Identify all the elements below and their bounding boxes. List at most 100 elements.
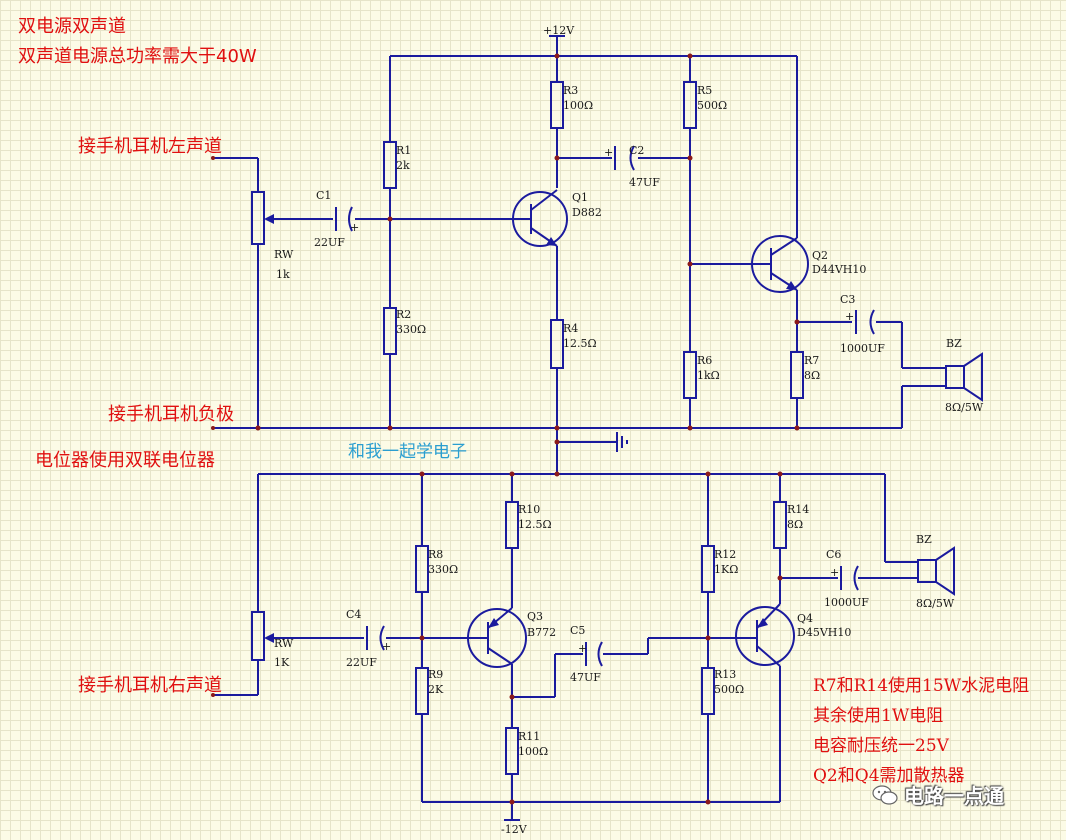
junction-dots — [211, 53, 800, 805]
q4-ref: Q4 — [797, 612, 813, 625]
potentiometer-rw-bottom — [251, 611, 274, 661]
r11-ref: R11 — [518, 730, 540, 743]
c6-ref: C6 — [826, 548, 841, 561]
q2-ref: Q2 — [812, 249, 828, 262]
rw-bottom-value: 1K — [274, 656, 290, 669]
capacitors — [335, 145, 875, 667]
speaker-bottom — [917, 546, 955, 596]
svg-text:+: + — [845, 310, 854, 323]
resistor-r8 — [415, 545, 429, 593]
resistor-r7 — [790, 351, 804, 399]
bz-bottom-value: 8Ω/5W — [916, 597, 955, 610]
r1-value: 2k — [396, 159, 410, 172]
transistor-q2 — [751, 235, 809, 293]
note-2: 其余使用1W电阻 — [813, 706, 944, 726]
resistor-r11 — [505, 727, 519, 775]
ground-symbol — [616, 432, 628, 452]
r6-value: 1kΩ — [697, 369, 720, 382]
r1-ref: R1 — [396, 144, 411, 157]
r7-ref: R7 — [804, 354, 819, 367]
left-channel-label: 接手机耳机左声道 — [78, 136, 222, 157]
vee-rail-label: -12V — [501, 823, 527, 836]
r5-ref: R5 — [697, 84, 712, 97]
note-1: R7和R14使用15W水泥电阻 — [813, 676, 1030, 696]
c5-value: 47UF — [570, 671, 601, 684]
transistor-q4 — [735, 603, 795, 667]
q3-ref: Q3 — [527, 610, 543, 623]
resistor-r2 — [383, 307, 397, 355]
rw-bottom-ref: RW — [274, 637, 294, 650]
resistor-r6 — [683, 351, 697, 399]
note-3: 电容耐压统一25V — [813, 736, 949, 756]
top-wiring — [213, 35, 946, 474]
r5-value: 500Ω — [697, 99, 727, 112]
svg-text:+: + — [382, 640, 391, 653]
note-4: Q2和Q4需加散热器 — [813, 766, 965, 786]
c4-value: 22UF — [346, 656, 377, 669]
resistor-r9 — [415, 667, 429, 715]
q2-value: D44VH10 — [812, 263, 866, 276]
resistor-r14 — [773, 501, 787, 549]
rw-top-value: 1k — [276, 268, 290, 281]
bz-top-ref: BZ — [946, 337, 962, 350]
resistors — [383, 81, 804, 775]
transistor-q1 — [512, 189, 568, 247]
r11-value: 100Ω — [518, 745, 548, 758]
right-channel-label: 接手机耳机右声道 — [78, 675, 222, 696]
potentiometer-rw-top — [251, 191, 290, 245]
resistor-r1 — [383, 141, 397, 189]
c5-ref: C5 — [570, 624, 585, 637]
q4-value: D45VH10 — [797, 626, 851, 639]
bottom-wiring — [213, 473, 918, 821]
resistor-r4 — [550, 319, 564, 369]
title-line-2: 双声道电源总功率需大于40W — [18, 46, 257, 67]
c1-value: 22UF — [314, 236, 345, 249]
c3-ref: C3 — [840, 293, 855, 306]
resistor-r3 — [550, 81, 564, 129]
r2-ref: R2 — [396, 308, 411, 321]
svg-text:+: + — [604, 146, 613, 159]
brand-logo: 电路一点通 — [872, 780, 1004, 809]
r10-ref: R10 — [518, 503, 540, 516]
brand-name: 电路一点通 — [904, 784, 1004, 808]
q3-value: B772 — [527, 626, 556, 639]
r7-value: 8Ω — [804, 369, 820, 382]
vcc-rail-label: +12V — [543, 24, 575, 37]
polarity-marks: + + + + + + — [350, 146, 854, 655]
svg-text:+: + — [578, 642, 587, 655]
r4-ref: R4 — [563, 322, 578, 335]
resistor-r5 — [683, 81, 697, 129]
r14-ref: R14 — [787, 503, 809, 516]
c3-value: 1000UF — [840, 342, 885, 355]
c2-value: 47UF — [629, 176, 660, 189]
r2-value: 330Ω — [396, 323, 426, 336]
r13-ref: R13 — [714, 668, 736, 681]
pot-note-label: 电位器使用双联电位器 — [35, 450, 215, 471]
r8-value: 330Ω — [428, 563, 458, 576]
c4-ref: C4 — [346, 608, 361, 621]
r3-value: 100Ω — [563, 99, 593, 112]
q1-value: D882 — [572, 206, 602, 219]
svg-text:+: + — [350, 221, 359, 234]
q1-ref: Q1 — [572, 191, 588, 204]
part-labels: RW 1k C1 22UF R1 2k R2 330Ω R3 100Ω R4 1… — [274, 84, 984, 758]
bz-top-value: 8Ω/5W — [945, 401, 984, 414]
svg-text:+: + — [830, 566, 839, 579]
r8-ref: R8 — [428, 548, 443, 561]
resistor-r10 — [505, 501, 519, 549]
c6-value: 1000UF — [824, 596, 869, 609]
r3-ref: R3 — [563, 84, 578, 97]
r14-value: 8Ω — [787, 518, 803, 531]
resistor-r13 — [701, 667, 715, 715]
title-line-1: 双电源双声道 — [18, 16, 126, 37]
rw-top-ref: RW — [274, 248, 294, 261]
speaker-top — [945, 352, 983, 402]
r9-ref: R9 — [428, 668, 443, 681]
r12-ref: R12 — [714, 548, 736, 561]
r10-value: 12.5Ω — [518, 518, 552, 531]
wechat-icon — [872, 784, 898, 805]
r4-value: 12.5Ω — [563, 337, 597, 350]
negative-label: 接手机耳机负极 — [108, 404, 234, 425]
c2-ref: C2 — [629, 144, 644, 157]
